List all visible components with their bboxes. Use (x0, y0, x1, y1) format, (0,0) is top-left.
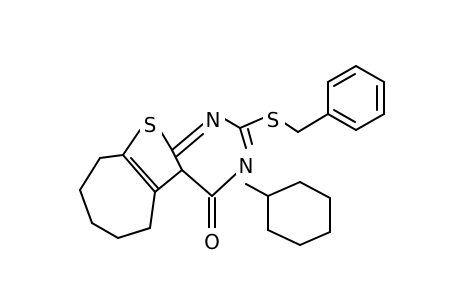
sulfur-atom-label: S (144, 113, 157, 137)
atom-labels: S N S N O (140, 107, 285, 254)
n-cyclohexyl-bond (245, 183, 269, 197)
benzylthio-chain (239, 113, 329, 133)
pyrimidinone-ring (171, 117, 253, 197)
ring-nitrogen-label: N (239, 154, 254, 178)
carbonyl-bond (208, 197, 216, 229)
oxygen-atom-label: O (204, 230, 220, 254)
bond-lines (79, 65, 385, 246)
nitrogen-atom-label: N (206, 108, 221, 132)
thiophene-ring (122, 129, 183, 193)
cyclohexane-ring (267, 181, 331, 246)
cycloheptane-ring (79, 154, 156, 239)
benzene-ring (327, 65, 385, 131)
thioether-sulfur-label: S (267, 108, 280, 132)
